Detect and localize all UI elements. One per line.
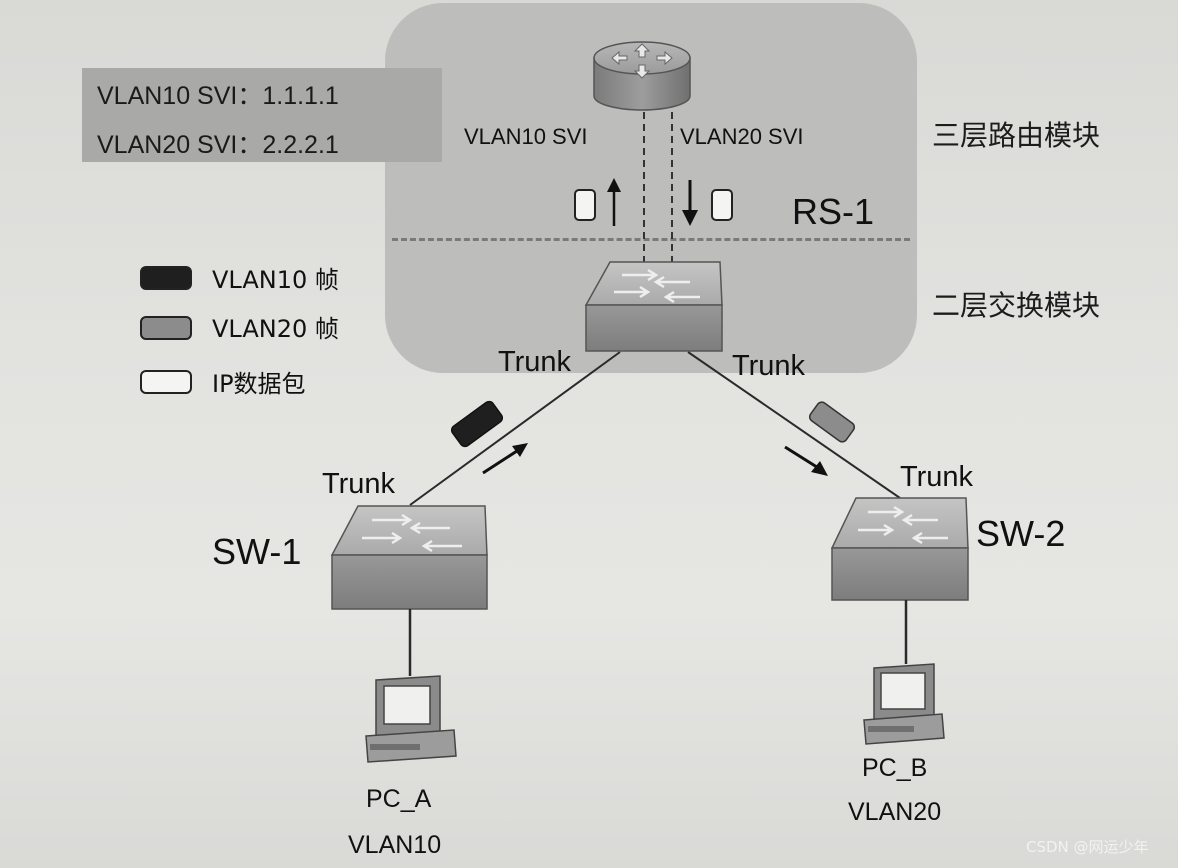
link-rs1-sw2: [687, 351, 901, 499]
svi-address-box: [82, 68, 442, 162]
legend-ip-packet-label: IP数据包: [212, 370, 306, 398]
trunk-label-rs1-left: Trunk: [498, 346, 572, 378]
rs1-device-label: RS-1: [792, 191, 875, 232]
pc-a-name: PC_A: [366, 785, 432, 813]
arrow-up-to-rs1: [482, 443, 528, 475]
arrow-down: [682, 180, 698, 226]
pc-b-name: PC_B: [862, 754, 928, 782]
legend-vlan10-label: VLAN10 帧: [212, 266, 339, 294]
legend-ip-packet-swatch: [140, 370, 192, 394]
l2-switching-module-label: 二层交换模块: [932, 289, 1101, 322]
pc-a-vlan: VLAN10: [348, 831, 442, 859]
legend-vlan20-swatch: [140, 316, 192, 340]
svi-vlan10-address: VLAN10 SVI：1.1.1.1: [97, 82, 339, 110]
trunk-label-sw2: Trunk: [900, 461, 974, 493]
router-vlan10-svi-label: VLAN10 SVI: [464, 124, 588, 149]
router-icon: [593, 41, 691, 111]
trunk-label-sw1: Trunk: [322, 468, 396, 500]
ip-packet-up: [574, 189, 596, 221]
pc-b-vlan: VLAN20: [848, 798, 942, 826]
arrow-up: [607, 178, 621, 226]
link-rs1-sw1: [409, 351, 621, 506]
watermark: CSDN @网运少年: [1026, 838, 1149, 856]
sw1-switch-icon: [330, 505, 488, 610]
legend-vlan20-label: VLAN20 帧: [212, 315, 339, 343]
sw1-label: SW-1: [212, 531, 302, 572]
l3-routing-module-label: 三层路由模块: [932, 119, 1101, 152]
vlan20-frame-on-link: [808, 401, 856, 443]
ip-packet-down: [711, 189, 733, 221]
arrow-down-to-sw2: [784, 445, 828, 476]
sw2-switch-icon: [830, 497, 969, 601]
pc-b-computer-icon: [863, 663, 945, 745]
vlan10-frame-on-link: [450, 400, 504, 448]
svi-vlan20-address: VLAN20 SVI：2.2.2.1: [97, 131, 339, 159]
router-vlan20-svi-label: VLAN20 SVI: [680, 124, 804, 149]
trunk-label-rs1-right: Trunk: [732, 350, 806, 382]
pc-a-computer-icon: [365, 675, 457, 763]
legend-vlan10-swatch: [140, 266, 192, 290]
module-divider: [392, 238, 910, 241]
svi-dashed-lines: [643, 112, 673, 262]
sw2-label: SW-2: [976, 513, 1066, 554]
rs1-l2-switch-icon: [584, 261, 723, 352]
